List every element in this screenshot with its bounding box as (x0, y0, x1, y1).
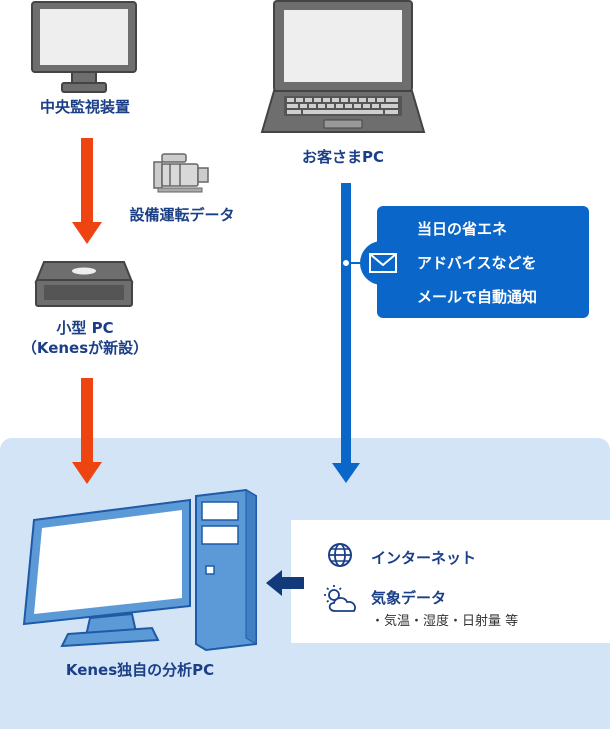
equipment-data-label: 設備運転データ (129, 206, 235, 224)
mail-notification-bubble: 当日の省エネ アドバイスなどを メールで自動通知 (377, 206, 589, 318)
monitor-icon (31, 1, 137, 93)
bubble-line-2: アドバイスなどを (417, 254, 537, 272)
weather-detail-label: ・気温・湿度・日射量 等 (371, 614, 519, 629)
arrow-down-orange-1 (72, 138, 102, 244)
envelope-icon (369, 253, 397, 273)
analysis-pc-icon (22, 488, 257, 652)
laptop-icon (260, 0, 426, 133)
internet-label: インターネット (371, 549, 477, 567)
weather-sun-cloud-icon (324, 585, 356, 612)
bubble-line-3: メールで自動通知 (417, 288, 538, 306)
small-pc-label-line2: （Kenesが新設） (21, 339, 149, 358)
small-pc-label: 小型 PC （Kenesが新設） (10, 318, 160, 359)
central-monitor-label: 中央監視装置 (39, 98, 130, 116)
mini-pc-icon (34, 261, 134, 307)
arrow-left-navy (266, 570, 304, 596)
analysis-pc-label: Kenes独自の分析PC (65, 661, 215, 679)
arrow-down-orange-2 (72, 378, 102, 484)
customer-pc-label: お客さまPC (301, 148, 384, 166)
arrow-down-blue (332, 183, 360, 483)
small-pc-label-line1: 小型 PC (56, 319, 114, 337)
machine-icon (153, 153, 209, 193)
weather-label: 気象データ (371, 589, 447, 607)
globe-icon (328, 543, 352, 567)
external-data-box: インターネット 気象データ ・気温・湿度・日射量 等 (291, 520, 610, 643)
bubble-line-1: 当日の省エネ (417, 220, 508, 238)
